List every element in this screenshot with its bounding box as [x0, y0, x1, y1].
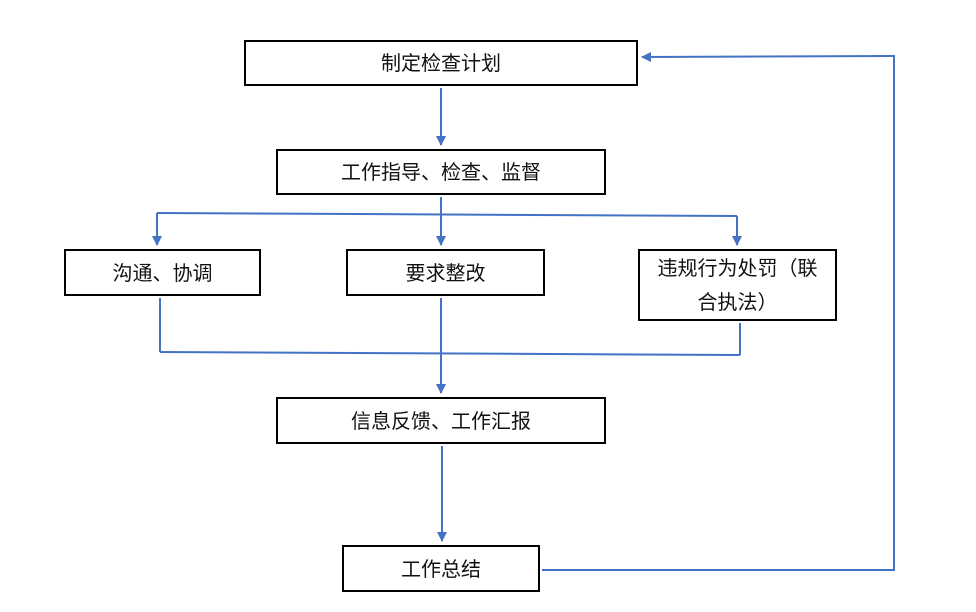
edge-summary-loop-to-plan: [542, 51, 895, 571]
node-label: 制定检查计划: [381, 51, 501, 75]
node-violation-penalty: 违规行为处罚（联 合执法）: [638, 249, 837, 321]
edge-split-bar: [156, 212, 738, 217]
node-label: 沟通、协调: [112, 260, 213, 285]
node-label: 工作总结: [401, 556, 481, 581]
node-label: 要求整改: [405, 260, 486, 285]
node-make-inspection-plan: 制定检查计划: [244, 40, 638, 86]
node-work-summary: 工作总结: [342, 545, 540, 592]
node-require-rectification: 要求整改: [346, 249, 545, 296]
edge-merge-bar: [159, 351, 741, 356]
node-label-line-2: 合执法）: [697, 290, 778, 314]
node-guide-inspect-supervise: 工作指导、检查、监督: [276, 149, 606, 195]
node-label-group: 违规行为处罚（联 合执法）: [658, 251, 818, 319]
node-communicate-coordinate: 沟通、协调: [64, 249, 261, 296]
node-label-line-1: 违规行为处罚（联: [657, 256, 818, 280]
node-label: 工作指导、检查、监督: [341, 160, 541, 184]
node-feedback-report: 信息反馈、工作汇报: [276, 397, 606, 444]
node-label: 信息反馈、工作汇报: [351, 408, 531, 433]
